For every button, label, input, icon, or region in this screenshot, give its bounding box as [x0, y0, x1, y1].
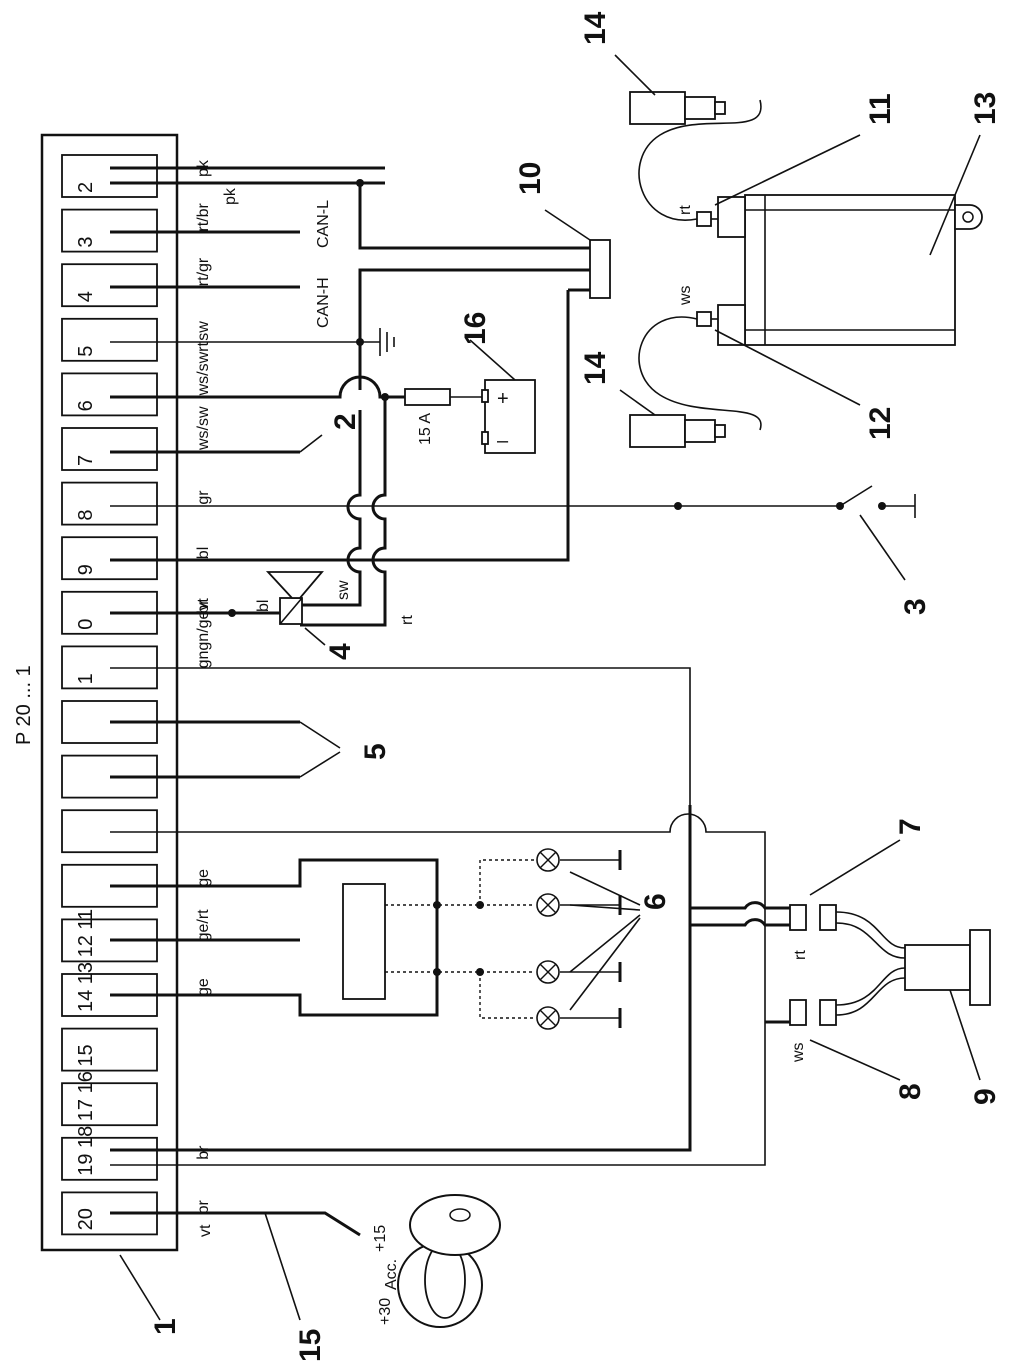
- wire-label-ws-12: ws: [677, 285, 694, 306]
- callout-7: 7: [894, 818, 927, 835]
- pin-number: 15: [75, 1044, 97, 1066]
- pin-number: 0: [75, 619, 97, 630]
- wire-label-bl-horn: bl: [255, 600, 272, 612]
- callout-9: 9: [969, 1088, 1002, 1105]
- battery-minus: –: [497, 430, 509, 452]
- pin-number: 7: [75, 455, 97, 466]
- connector-pin: 2pk: [61, 154, 212, 198]
- connector-pin: 5 sw: [61, 317, 212, 362]
- pin-number: 9: [75, 564, 97, 575]
- callout-14: 14: [579, 11, 612, 45]
- ignition-switch[interactable]: [397, 1194, 501, 1328]
- wire-label-rt: rt: [399, 615, 416, 625]
- pin-wire-color: bl: [195, 547, 212, 559]
- connector-8: [789, 999, 807, 1026]
- connector-title: P 20 ... 1: [13, 665, 35, 745]
- pin-wire-color: ge: [195, 869, 212, 887]
- pin-number: 14 13: [75, 962, 97, 1012]
- callout-3: 3: [899, 598, 932, 615]
- pin-wire-color: ws/swrt: [195, 342, 212, 397]
- pin-number: 19 18: [75, 1126, 97, 1176]
- callout-11: 11: [864, 93, 897, 125]
- battery-plus: +: [497, 388, 509, 410]
- sensor-9: [904, 944, 971, 991]
- light-control-module: [342, 883, 386, 1000]
- callout-8: 8: [894, 1083, 927, 1100]
- label-acc: Acc.: [383, 1259, 400, 1290]
- pin-wire-color: br: [195, 599, 212, 614]
- diagnostic-connector: [589, 239, 611, 299]
- connector-pin: 7 ws/sw: [61, 406, 212, 471]
- connector-pin: 15: [61, 1027, 158, 1072]
- connector-7: [789, 904, 807, 931]
- connector-pin: 4 rt/gr: [61, 257, 212, 308]
- callout-15: 15: [294, 1329, 327, 1362]
- lamp-icon: [536, 848, 560, 872]
- pin-wire-color: ge/rt: [195, 909, 212, 942]
- pin-number: 8: [75, 509, 97, 520]
- pin-wire-color: rt/gr: [195, 257, 212, 286]
- fuse-label: 15 A: [417, 413, 434, 445]
- connector-pin: 9 bl: [61, 536, 212, 581]
- lamp-icon: [536, 1006, 560, 1030]
- wire-label-sw: sw: [335, 580, 352, 600]
- pin-wire-color: sw: [195, 321, 212, 341]
- pin-wire-color: rt/br: [195, 202, 212, 231]
- wire-label-can-l: CAN-L: [315, 200, 332, 248]
- callout-6: 6: [639, 893, 672, 910]
- label-plus15: +15: [372, 1225, 389, 1252]
- callout-5: 5: [359, 743, 392, 760]
- wire-label-rt-7: rt: [792, 950, 809, 960]
- siren-module: [696, 194, 983, 346]
- connector-pin: 19 18 br: [61, 1126, 212, 1181]
- pin-wire-color: br: [195, 1145, 212, 1160]
- horn: [265, 571, 324, 625]
- callout-1: 1: [149, 1318, 182, 1335]
- pin-number: 17 16: [75, 1071, 97, 1121]
- connector-pin: 3 rt/br: [61, 202, 212, 253]
- pin-number: 5: [75, 346, 97, 357]
- callout-4: 4: [324, 643, 357, 660]
- pin-number: 12 11: [75, 909, 97, 958]
- wire-label-pk-branch: pk: [222, 187, 239, 205]
- callout-14: 14: [579, 351, 612, 385]
- callout-12: 12: [864, 407, 897, 440]
- connector-pin: 8 gr: [61, 481, 212, 526]
- callout-16: 16: [459, 312, 492, 345]
- pin-number: 1: [75, 673, 97, 684]
- connector-pin: 0 br: [61, 590, 212, 635]
- pin-wire-color: gr: [195, 490, 212, 505]
- lamp-icon: [536, 960, 560, 984]
- callout-13: 13: [969, 92, 1002, 125]
- lamp-icon: [536, 893, 560, 917]
- pin-number: 20: [75, 1208, 97, 1230]
- wire-label-vt: vt: [197, 1224, 214, 1237]
- connector-pin: 6 ws/swrt: [61, 342, 212, 417]
- fuse: [404, 388, 451, 406]
- connector-pin: 17 16: [61, 1071, 158, 1127]
- pin-number: 6: [75, 400, 97, 411]
- wire-label-ws-8: ws: [790, 1042, 807, 1063]
- callout-2: 2: [329, 413, 362, 430]
- pin-wire-color: ws/sw: [195, 406, 212, 451]
- pin-number: 2: [75, 182, 97, 193]
- pin-number: 3: [75, 236, 97, 247]
- connector-pin: 12 11 ge/rt: [61, 909, 212, 963]
- pin-wire-color: gngn/gevt: [195, 598, 212, 669]
- pin-number: 4: [75, 291, 97, 302]
- pin-wire-color: ge: [195, 978, 212, 996]
- callout-10: 10: [514, 162, 547, 195]
- plug-14-bottom: [629, 414, 686, 448]
- label-plus30: +30: [377, 1298, 394, 1325]
- wire-label-rt-11: rt: [677, 205, 694, 215]
- wire-label-can-h: CAN-H: [315, 277, 332, 328]
- plug-14-top: [629, 91, 686, 125]
- pin-wire-color: br: [195, 1200, 212, 1215]
- battery: [484, 379, 536, 454]
